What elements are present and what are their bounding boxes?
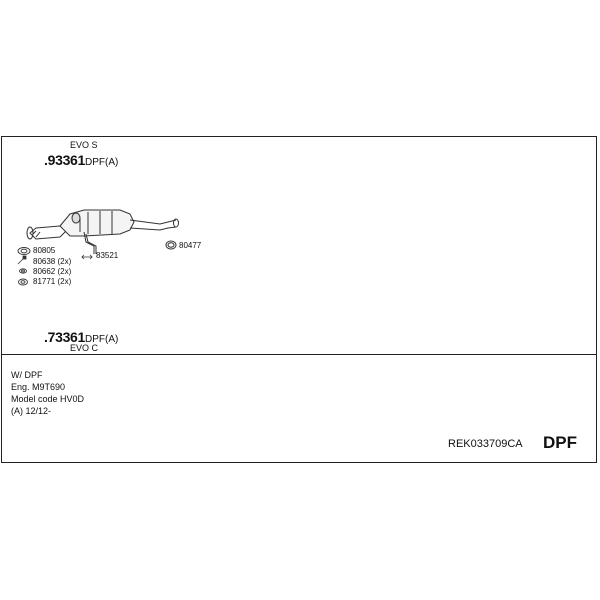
part-suffix: DPF(A) [85,334,119,345]
bracket-shape [83,231,97,254]
part-number-top[interactable]: .93361DPF(A) [44,153,118,169]
variant-label-top: EVO S [70,140,98,150]
small-part-label[interactable]: 81771 (2x) [33,277,72,286]
reference-code: REK033709CA [448,438,523,450]
bracket-callout [81,254,93,260]
variant-label-bottom: EVO C [70,343,99,353]
nut-icon [19,268,27,274]
washer-icon [18,278,28,286]
clamp-shape [165,240,177,250]
part-number-main: 93361 [47,152,86,168]
note-line: W/ DPF [11,370,43,380]
part-suffix: DPF(A) [85,157,119,168]
part-prefix: . [44,329,48,345]
bolt-icon [17,255,27,265]
part-prefix: . [44,152,48,168]
bracket-label[interactable]: 83521 [96,251,119,260]
part-number-main: 73361 [47,329,86,345]
section-divider [1,354,597,355]
note-line: Eng. M9T690 [11,382,66,392]
clamp-label[interactable]: 80477 [179,241,202,250]
dpf-body-shape [59,209,135,237]
small-part-label[interactable]: 80638 (2x) [33,257,72,266]
small-part-label[interactable]: 80662 (2x) [33,267,72,276]
note-line: (A) 12/12- [11,406,52,416]
small-part-label[interactable]: 80805 [33,246,56,255]
diagram-frame [1,136,597,463]
dpf-badge: DPF [543,433,577,452]
inlet-pipe-shape [26,225,67,240]
part-number-bottom[interactable]: .73361DPF(A) [44,330,118,346]
gasket-icon [17,247,31,255]
notes-block: W/ DPF Eng. M9T690 Model code HV0D (A) 1… [11,369,84,417]
note-line: Model code HV0D [11,394,85,404]
rear-pipe-shape [129,218,179,231]
